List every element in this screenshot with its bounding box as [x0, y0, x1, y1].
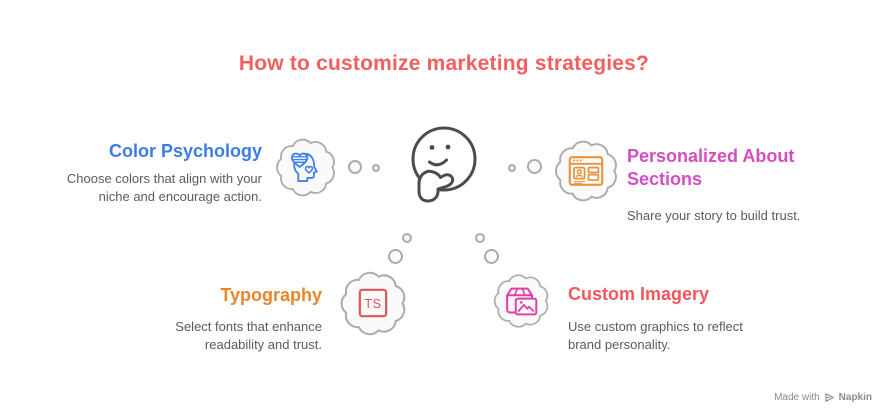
thought-trail-dot [527, 159, 542, 174]
section-body-typography: Select fonts that enhance readability an… [175, 319, 322, 352]
face-eye-right [445, 144, 451, 150]
section-heading-personalized-about: Personalized About Sections [627, 146, 795, 189]
thought-bubble-color-psychology [273, 136, 339, 199]
section-heading-custom-imagery: Custom Imagery [568, 284, 710, 304]
thought-bubble-personalized-about [551, 138, 622, 204]
thought-trail-dot [484, 249, 499, 264]
thought-bubble-typography: TS [337, 269, 410, 338]
page-title: How to customize marketing strategies? [238, 52, 650, 75]
napkin-logo-icon [825, 393, 834, 402]
thinking-face-icon [411, 126, 477, 203]
watermark-prefix: Made with [774, 392, 820, 403]
thought-trail-dot [402, 233, 412, 243]
thinking-hand [417, 169, 455, 203]
thought-bubble-custom-imagery [488, 272, 555, 330]
face-eye-left [429, 145, 435, 150]
ts-letters-label: TS [364, 296, 381, 311]
section-heading-color-psychology: Color Psychology [108, 141, 262, 161]
section-personalized-about: Personalized About Sections Share your s… [627, 145, 845, 225]
section-heading-typography: Typography [220, 285, 322, 305]
thought-trail-dot [475, 233, 485, 243]
thought-trail-dot [388, 249, 403, 264]
cloud-shape [340, 271, 406, 336]
head-with-heart-icon [291, 152, 318, 182]
thought-trail-dot [508, 164, 516, 172]
watermark-brand: Napkin [838, 392, 872, 403]
thought-trail-dot [348, 160, 362, 174]
section-color-psychology: Color Psychology Choose colors that alig… [62, 140, 262, 205]
letters-ts-icon: TS [358, 288, 388, 318]
section-body-color-psychology: Choose colors that align with your niche… [66, 171, 262, 204]
face-frown [428, 158, 448, 167]
profile-webpage-icon [568, 156, 604, 186]
made-with-napkin-watermark: Made with Napkin [774, 392, 872, 403]
section-typography: Typography Select fonts that enhance rea… [142, 284, 322, 353]
section-body-personalized-about: Share your story to build trust. [627, 208, 801, 223]
thought-trail-dot [372, 164, 380, 172]
section-body-custom-imagery: Use custom graphics to reflect brand per… [568, 319, 743, 352]
section-custom-imagery: Custom Imagery Use custom graphics to re… [568, 283, 773, 353]
box-with-image-icon [506, 287, 538, 316]
